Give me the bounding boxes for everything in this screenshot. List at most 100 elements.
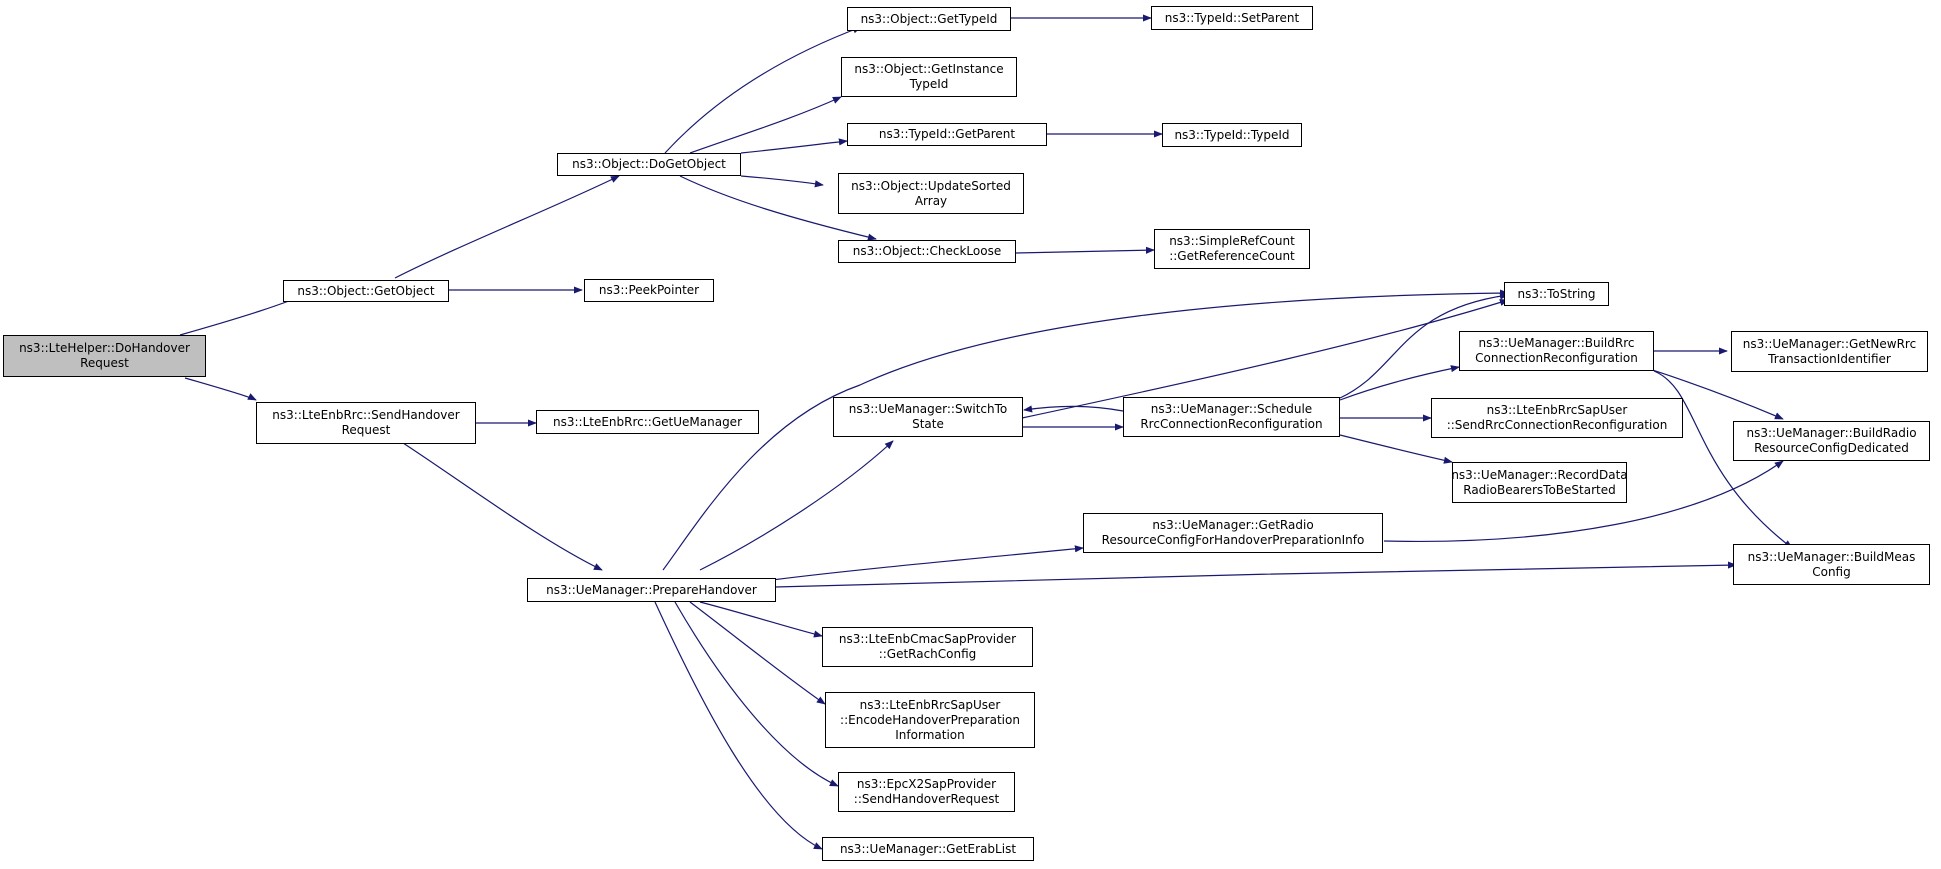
node-label-line: ns3::Object::UpdateSorted [851,178,1011,193]
node-to-string[interactable]: ns3::ToString [1504,282,1609,306]
node-label-line: ns3::EpcX2SapProvider [856,777,997,791]
node-peek-pointer[interactable]: ns3::PeekPointer [584,279,714,302]
edge-do-get-object-to-get-type-id [664,26,862,154]
edge-prepare-handover-to-get-radio-ho [771,545,1084,581]
node-label-line: ns3::LteEnbRrc::SendHandover [272,408,460,422]
node-object-get-object[interactable]: ns3::Object::GetObject [283,280,449,302]
node-label-line: State [912,417,944,431]
node-label-line: ns3::LteEnbRrcSapUser [1486,403,1628,417]
node-label-line: ResourceConfigForHandoverPreparationInfo [1101,533,1365,547]
node-lte-enb-rrc-sap-user-send-rrc-connection-reconfiguration[interactable]: ns3::LteEnbRrcSapUser::SendRrcConnection… [1431,398,1683,438]
edge-do-get-object-to-update-sorted [740,175,824,188]
edge-get-radio-ho-to-build-radio [1383,460,1784,542]
edge-prepare-handover-to-to-string [662,289,1509,571]
node-label-line: ns3::TypeId::GetParent [878,127,1016,141]
node-typeid-typeid[interactable]: ns3::TypeId::TypeId [1162,123,1302,147]
node-label-line: ns3::UeManager::PrepareHandover [546,582,757,597]
edge-get-object-to-do-get-object [394,175,620,279]
node-label-line: ns3::UeManager::BuildMeas [1747,549,1916,564]
node-typeid-set-parent[interactable]: ns3::TypeId::SetParent [1151,6,1313,30]
edge-build-rrc-to-build-meas [1653,370,1793,549]
edge-prepare-handover-to-switch-state [699,440,894,571]
edge-schedule-to-switch-state [1023,405,1124,413]
node-label-line: ::SendHandoverRequest [853,792,1000,806]
node-ue-manager-prepare-handover[interactable]: ns3::UeManager::PrepareHandover [527,578,776,602]
node-label-line: Information [895,727,965,742]
node-typeid-get-parent[interactable]: ns3::TypeId::GetParent [847,123,1047,146]
edge-switch-state-to-to-string [1021,298,1509,419]
node-epc-x2-sap-provider-send-handover-request[interactable]: ns3::EpcX2SapProvider::SendHandoverReque… [838,772,1015,812]
node-label-line: ns3::LteEnbRrcSapUser [859,697,1001,712]
node-lte-enb-rrc-sap-user-encode-handover-preparation-information[interactable]: ns3::LteEnbRrcSapUser::EncodeHandoverPre… [825,692,1035,748]
node-label-line: ns3::UeManager::Schedule [1150,402,1313,416]
node-label-line: Request [80,356,129,370]
node-label-line: Config [1812,564,1851,579]
node-label-line: TypeId [909,77,949,91]
edge-schedule-to-to-string [1339,292,1509,399]
edge-prepare-handover-to-build-meas [774,561,1737,588]
node-label-line: ns3::TypeId::TypeId [1174,127,1290,142]
node-label-line: RrcConnectionReconfiguration [1140,417,1323,431]
edge-prepare-handover-to-rach [699,601,823,638]
node-label-line: TransactionIdentifier [1768,351,1891,366]
node-label-line: RadioBearersToBeStarted [1463,482,1616,497]
node-label-line: ns3::TypeId::SetParent [1164,10,1300,25]
node-label-line: ConnectionReconfiguration [1475,351,1638,365]
node-label-line: ns3::Object::DoGetObject [572,157,726,171]
node-label-line: Array [914,193,948,208]
node-label-line: ns3::UeManager::GetRadio [1152,518,1314,532]
node-label-line: ns3::UeManager::GetNewRrc [1742,336,1917,351]
node-label-line: ns3::PeekPointer [598,283,700,297]
node-label-line: ::GetReferenceCount [1169,249,1295,263]
node-label-line: ns3::LteHelper::DoHandover [19,341,190,355]
node-label-line: ns3::Object::GetObject [297,283,435,298]
node-label-line: ns3::Object::CheckLoose [852,244,1002,258]
node-lte-enb-cmac-sap-provider-get-rach-config[interactable]: ns3::LteEnbCmacSapProvider::GetRachConfi… [822,627,1033,667]
node-label-line: ns3::UeManager::SwitchTo [848,402,1008,416]
node-label-line: ns3::UeManager::RecordData [1451,467,1628,482]
node-ue-manager-get-erab-list[interactable]: ns3::UeManager::GetErabList [822,837,1034,861]
node-object-get-type-id[interactable]: ns3::Object::GetTypeId [847,7,1011,31]
edge-prepare-handover-to-erab-list [654,601,823,850]
node-label-line: ns3::SimpleRefCount [1169,234,1295,248]
node-label-line: ns3::ToString [1517,286,1596,301]
edge-schedule-to-build-rrc [1339,365,1460,401]
node-label-line: ns3::UeManager::BuildRrc [1478,336,1635,350]
node-label-line: ns3::UeManager::BuildRadio [1746,426,1917,440]
edge-check-loose-to-ref-count [1015,246,1155,254]
edge-do-handover-to-send-handover [184,377,257,401]
node-lte-enb-rrc-get-ue-manager[interactable]: ns3::LteEnbRrc::GetUeManager [536,410,759,434]
node-label-line: ns3::UeManager::GetErabList [839,841,1017,856]
edge-prepare-handover-to-x2-send [674,601,839,787]
node-label-line: ::SendRrcConnectionReconfiguration [1446,418,1668,432]
node-label-line: ns3::LteEnbCmacSapProvider [838,632,1017,646]
edge-prepare-handover-to-encode [689,601,826,705]
node-label-line: ns3::LteEnbRrc::GetUeManager [553,414,742,429]
node-label-line: ResourceConfigDedicated [1754,441,1909,455]
node-label-line: Request [341,423,391,437]
node-object-check-loose[interactable]: ns3::Object::CheckLoose [838,240,1016,263]
edge-build-rrc-to-build-radio [1639,365,1784,420]
node-label-line: ::EncodeHandoverPreparation [840,712,1020,727]
edge-do-get-object-to-check-loose [679,175,877,241]
node-simple-ref-count-get-reference-count[interactable]: ns3::SimpleRefCount::GetReferenceCount [1154,229,1310,269]
edge-schedule-to-record-data [1339,434,1453,464]
edge-do-get-object-to-typeid-get-parent [740,138,848,154]
node-label-line: ns3::Object::GetTypeId [860,11,998,26]
node-object-do-get-object[interactable]: ns3::Object::DoGetObject [557,153,741,176]
edge-do-get-object-to-get-instance [689,96,842,154]
edge-send-handover-to-prepare-handover [399,440,603,571]
